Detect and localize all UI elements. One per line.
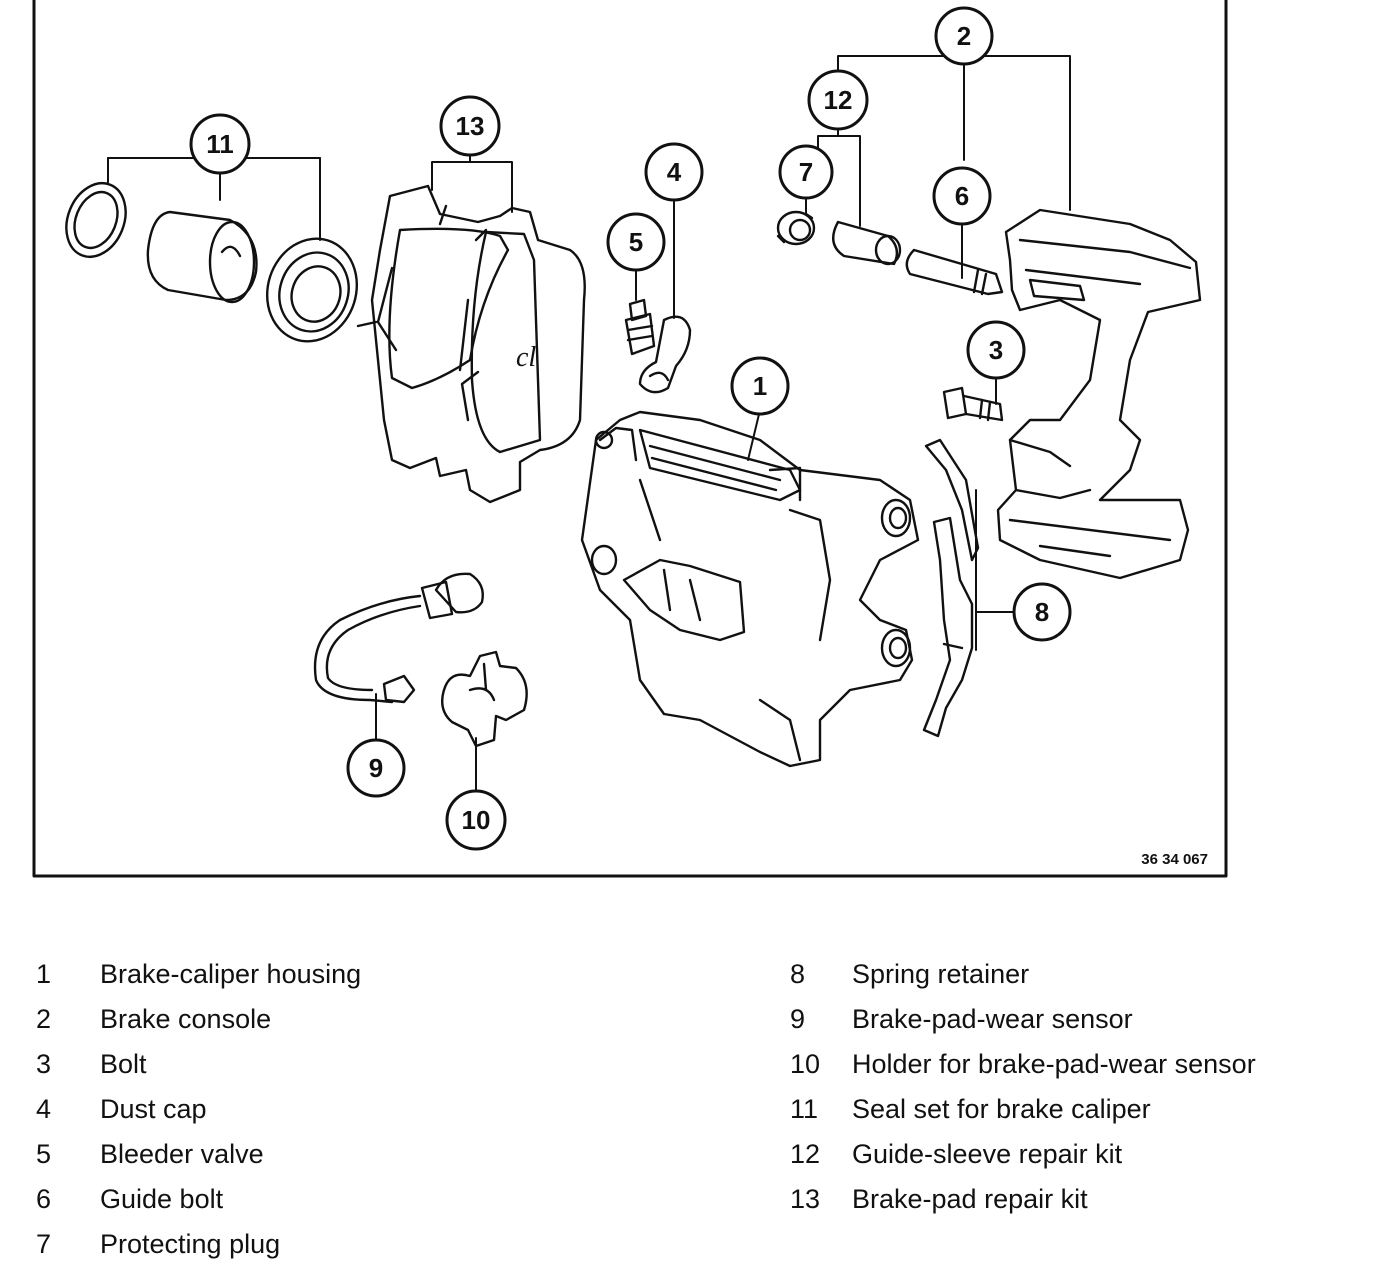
legend-text: Guide-sleeve repair kit (852, 1139, 1123, 1169)
bolt-drawing (942, 386, 1004, 422)
callout-6: 6 (932, 166, 992, 226)
legend-item: 1 Brake-caliper housing (36, 952, 736, 997)
legend-number: 2 (36, 1004, 52, 1034)
callout-4-label: 4 (667, 157, 682, 187)
callout-2-label: 2 (957, 21, 971, 51)
brake-pad-drawing: cl (356, 184, 586, 504)
leader-lines (107, 55, 1071, 795)
legend-item: 9 Brake-pad-wear sensor (790, 997, 1350, 1042)
legend-item: 2 Brake console (36, 997, 736, 1042)
callout-5: 5 (606, 212, 666, 272)
legend-text: Protecting plug (100, 1229, 281, 1259)
legend-item: 5 Bleeder valve (36, 1132, 736, 1177)
brake-console-drawing (996, 208, 1202, 580)
legend-number: 12 (790, 1139, 821, 1169)
callout-7: 7 (778, 144, 834, 200)
legend-item: 6 Guide bolt (36, 1177, 736, 1222)
svg-text:cl: cl (516, 342, 536, 373)
callout-10: 10 (445, 789, 507, 851)
seal-set-drawing (65, 182, 359, 343)
legend-number: 9 (790, 1004, 806, 1034)
legend-number: 10 (790, 1049, 821, 1079)
guide-sleeve-drawing (832, 220, 902, 266)
legend-text: Brake-pad repair kit (852, 1184, 1088, 1214)
callout-7-label: 7 (799, 157, 813, 187)
exploded-parts-diagram: cl (32, 0, 1228, 878)
callout-11-label: 11 (206, 129, 234, 159)
legend-item: 11 Seal set for brake caliper (790, 1087, 1350, 1132)
callout-8: 8 (1012, 582, 1072, 642)
callout-8-label: 8 (1035, 597, 1049, 627)
legend-number: 1 (36, 959, 52, 989)
callout-12: 12 (807, 69, 869, 131)
callout-13-label: 13 (456, 111, 485, 141)
diagram-frame (32, 0, 1228, 878)
callout-1: 1 (730, 356, 790, 416)
callout-11: 11 (189, 113, 251, 175)
legend-item: 12 Guide-sleeve repair kit (790, 1132, 1350, 1177)
callout-2: 2 (934, 6, 994, 66)
caliper-housing-drawing (580, 410, 920, 768)
callout-1-label: 1 (753, 371, 767, 401)
legend-text: Brake console (100, 1004, 272, 1034)
legend-item: 10 Holder for brake-pad-wear sensor (790, 1042, 1350, 1087)
callout-5-label: 5 (629, 227, 643, 257)
legend-number: 8 (790, 959, 806, 989)
legend-text: Seal set for brake caliper (852, 1094, 1151, 1124)
callout-4: 4 (644, 142, 704, 202)
legend-text: Dust cap (100, 1094, 207, 1124)
callout-3: 3 (966, 320, 1026, 380)
legend-text: Bleeder valve (100, 1139, 264, 1169)
callout-9: 9 (346, 738, 406, 798)
callout-9-label: 9 (369, 753, 383, 783)
callout-12-label: 12 (824, 85, 853, 115)
guide-bolt-drawing (905, 248, 1004, 296)
legend-number: 6 (36, 1184, 52, 1214)
legend-number: 3 (36, 1049, 52, 1079)
legend-number: 5 (36, 1139, 52, 1169)
legend-text: Brake-pad-wear sensor (852, 1004, 1133, 1034)
legend-number: 7 (36, 1229, 52, 1259)
callout-6-label: 6 (955, 181, 969, 211)
wear-sensor-drawing (313, 572, 484, 704)
protecting-plug-drawing (776, 210, 816, 246)
legend-text: Spring retainer (852, 959, 1030, 989)
legend-text: Guide bolt (100, 1184, 224, 1214)
sensor-holder-drawing (441, 650, 528, 748)
legend-item: 13 Brake-pad repair kit (790, 1177, 1350, 1222)
callout-13: 13 (439, 95, 501, 157)
legend-item: 8 Spring retainer (790, 952, 1350, 997)
spring-retainer-drawing (922, 438, 980, 738)
bleeder-valve-drawing (624, 298, 656, 356)
legend-number: 4 (36, 1094, 52, 1124)
callout-10-label: 10 (462, 805, 491, 835)
dust-cap-drawing (638, 315, 692, 394)
legend-text: Brake-caliper housing (100, 959, 362, 989)
legend-item: 7 Protecting plug (36, 1222, 736, 1267)
legend-number: 11 (790, 1094, 819, 1124)
legend-item: 4 Dust cap (36, 1087, 736, 1132)
legend-item: 3 Bolt (36, 1042, 736, 1087)
legend-number: 13 (790, 1184, 821, 1214)
callout-3-label: 3 (989, 335, 1003, 365)
reference-code: 36 34 067 (1141, 851, 1208, 868)
legend-text: Holder for brake-pad-wear sensor (852, 1049, 1256, 1079)
legend-text: Bolt (100, 1049, 147, 1079)
